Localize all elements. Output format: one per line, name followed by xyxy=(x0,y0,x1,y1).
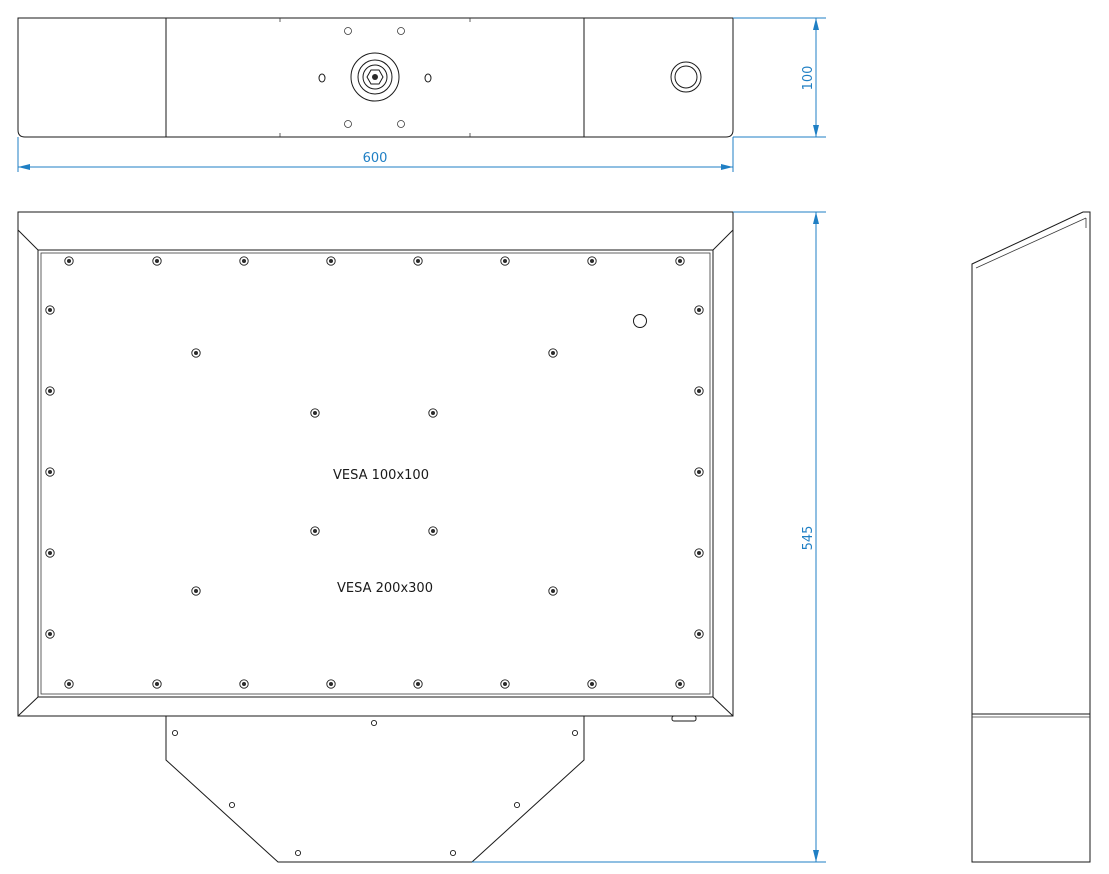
frame-screw xyxy=(500,679,510,689)
front-view: VESA 100x100 VESA 200x300 xyxy=(17,211,734,863)
frame-screws xyxy=(45,256,704,689)
vesa-100-label: VESA 100x100 xyxy=(333,468,429,483)
vesa-mount-point xyxy=(428,408,438,418)
cable-gland xyxy=(350,52,400,102)
frame-screw xyxy=(326,679,336,689)
round-port xyxy=(670,61,702,93)
vesa-mount-points xyxy=(191,348,558,596)
frame-screw xyxy=(45,548,55,558)
frame-screw xyxy=(45,305,55,315)
vesa-mount-point xyxy=(548,348,558,358)
frame-screw xyxy=(694,629,704,639)
bottom-connector xyxy=(671,715,697,722)
dim-label-600: 600 xyxy=(363,151,388,166)
dimension-top-width: 600 xyxy=(17,137,734,172)
frame-screw xyxy=(152,679,162,689)
mount-bracket xyxy=(165,716,585,863)
frame-screw xyxy=(239,256,249,266)
vesa-mount-point xyxy=(310,408,320,418)
vesa-mount-point xyxy=(191,586,201,596)
frame-screw xyxy=(64,256,74,266)
side-view xyxy=(971,211,1091,863)
vesa-mount-point xyxy=(548,586,558,596)
frame-screw xyxy=(694,305,704,315)
indicator-hole xyxy=(633,314,647,328)
frame-screw xyxy=(587,679,597,689)
dim-label-100: 100 xyxy=(801,66,816,91)
frame-screw xyxy=(45,629,55,639)
vesa-mount-point xyxy=(310,526,320,536)
vesa-mount-point xyxy=(191,348,201,358)
frame-screw xyxy=(413,256,423,266)
frame-screw xyxy=(587,256,597,266)
frame-screw xyxy=(675,256,685,266)
frame-screw xyxy=(45,386,55,396)
frame-screw xyxy=(64,679,74,689)
frame-screw xyxy=(239,679,249,689)
dimension-front-height: 545 xyxy=(472,211,826,863)
frame-screw xyxy=(694,548,704,558)
vesa-mount-point xyxy=(428,526,438,536)
dim-label-545: 545 xyxy=(801,526,816,551)
vesa-200-label: VESA 200x300 xyxy=(337,581,433,596)
dimension-top-height: 100 xyxy=(733,17,826,138)
frame-screw xyxy=(413,679,423,689)
frame-screw xyxy=(694,386,704,396)
frame-screw xyxy=(675,679,685,689)
frame-screw xyxy=(326,256,336,266)
frame-screw xyxy=(45,467,55,477)
frame-screw xyxy=(152,256,162,266)
frame-screw xyxy=(500,256,510,266)
frame-screw xyxy=(694,467,704,477)
top-view xyxy=(17,17,734,138)
